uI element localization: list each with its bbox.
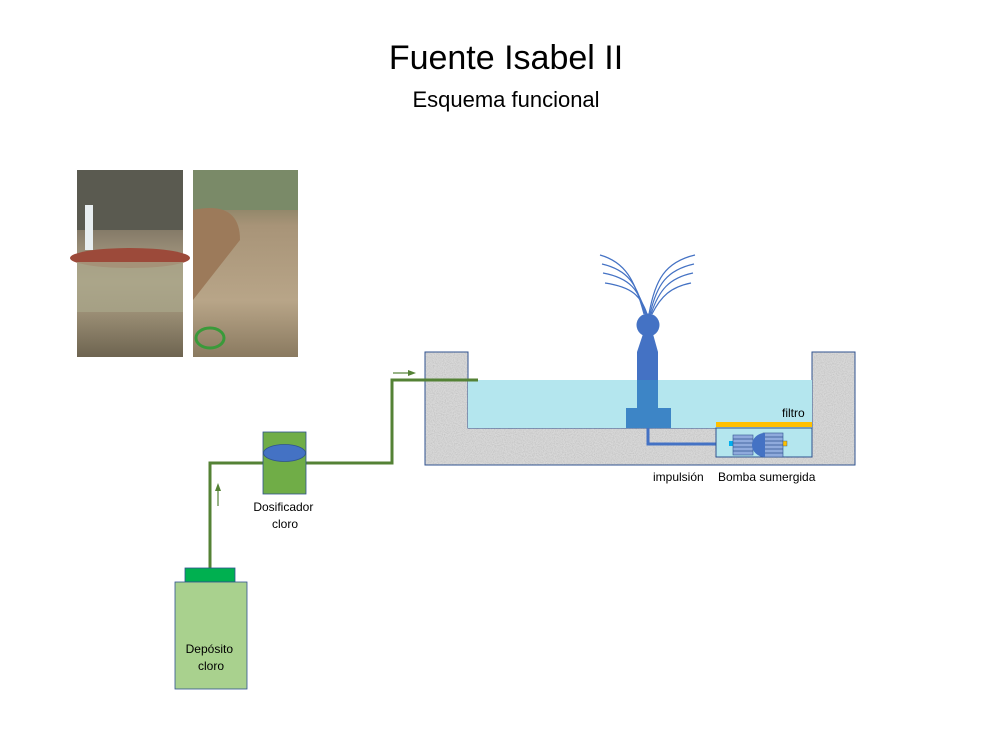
flow-arrow-up-icon [215, 483, 221, 506]
page-subtitle: Esquema funcional [412, 87, 599, 112]
chlorine-tank [174, 567, 248, 690]
pump-label: Bomba sumergida [718, 470, 816, 484]
water-jets [599, 254, 696, 315]
chlorine-pipe [208, 378, 478, 568]
doser-label: Dosificador cloro [253, 500, 316, 531]
photo-fountain-1 [70, 170, 190, 357]
flow-arrow-right-icon [393, 370, 416, 376]
tank-label: Depósito cloro [186, 642, 237, 673]
page-title: Fuente Isabel II [389, 39, 623, 77]
chlorine-doser [262, 431, 307, 495]
filter-label: filtro [782, 406, 805, 420]
submerged-pump [715, 427, 813, 458]
impulsion-label: impulsión [653, 470, 704, 484]
photo-fountain-2 [193, 170, 298, 357]
filter-bar [716, 422, 812, 427]
fountain-nozzle [599, 254, 733, 446]
